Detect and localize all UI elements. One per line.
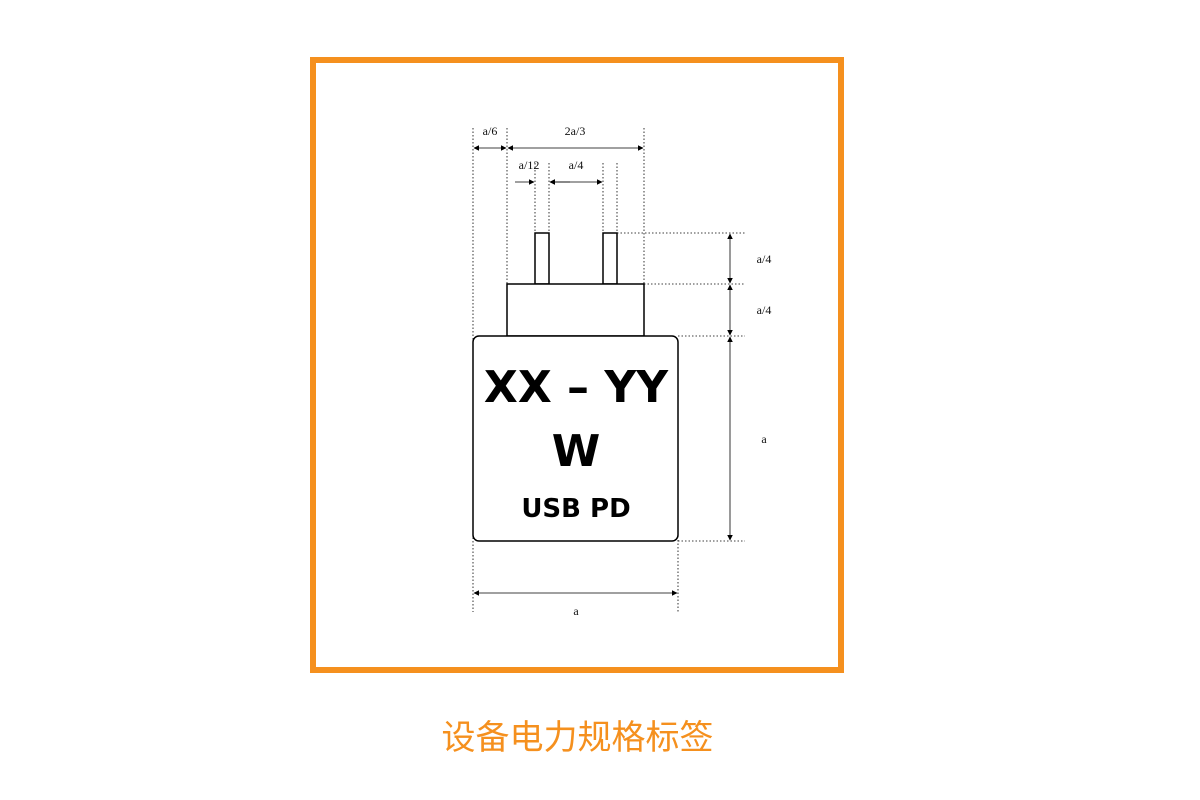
charger-neck [506,283,645,337]
charger-label-line1: XX – YY [484,362,669,413]
dim-label-pin-gap: a/4 [569,158,584,172]
extension-lines-horizontal [617,232,745,542]
dim-label-body-height: a [761,432,767,446]
dim-label-body-width: a [573,604,579,618]
charger-label-line2: W [552,426,601,477]
plug-pin-right [602,232,618,285]
dimension-arrows [473,145,733,596]
dim-label-a-twelfth: a/12 [519,158,540,172]
charger-label-line3: USB PD [521,494,630,524]
dim-label-a-sixth: a/6 [483,124,498,138]
charger-dimension-diagram: a/6 2a/3 a/12 a/4 a/4 a/4 a a XX – YY W … [472,124,772,618]
dim-label-two-a-third: 2a/3 [565,124,586,138]
dim-label-pin-height: a/4 [757,252,772,266]
charger-body [472,335,679,542]
figure-caption: 设备电力规格标签 [441,718,714,758]
dim-label-neck-height: a/4 [757,303,772,317]
plug-pin-left [534,232,550,285]
